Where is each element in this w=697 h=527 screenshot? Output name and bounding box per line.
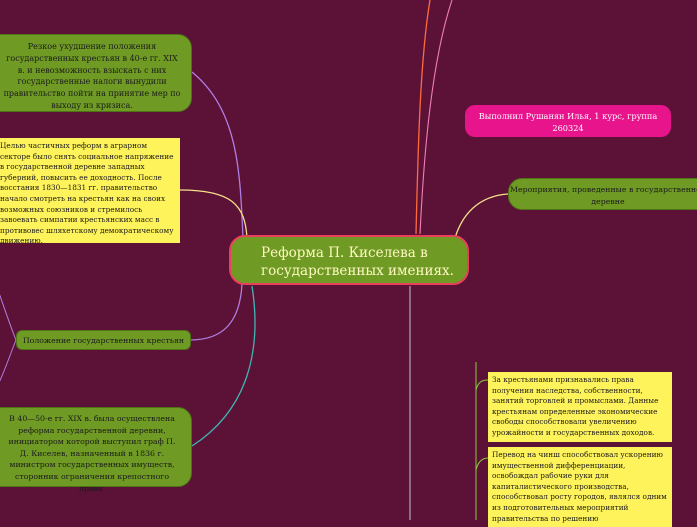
node-author-text: Выполнил Рушанян Илья, 1 курс, группа 26…: [478, 111, 658, 133]
connector-top-pink: [419, 0, 453, 235]
connector-decline: [191, 71, 244, 239]
connector-status-sub2: [0, 339, 17, 382]
central-topic-line-1: Реформа П. Киселева в: [261, 245, 428, 261]
node-crisis-text: Резкое ухудшение положения государственн…: [3, 42, 181, 110]
note-partial-reforms-text: Целью частичных реформ в аграрном сектор…: [0, 141, 174, 246]
connector-status: [189, 283, 243, 341]
node-crisis-of-state-peasants[interactable]: Резкое ухудшение положения государственн…: [0, 34, 192, 112]
note-chinsh-transition[interactable]: Перевод на чинш способствовал ускорению …: [488, 447, 672, 527]
node-author[interactable]: Выполнил Рушанян Илья, 1 курс, группа 26…: [465, 105, 671, 137]
central-topic-line-2: государственных имениях.: [261, 263, 454, 279]
node-peasant-status[interactable]: Положение государственных крестьян: [16, 330, 191, 350]
connector-top-orange: [415, 0, 431, 235]
note-chinsh-transition-text: Перевод на чинш способствовал ускорению …: [492, 450, 667, 523]
note-peasant-rights[interactable]: За крестьянами признавались права получе…: [488, 372, 672, 442]
node-reform-1840s[interactable]: В 40—50-е гг. XIX в. была осуществлена р…: [0, 407, 192, 493]
connector-status-sub1: [0, 294, 17, 341]
node-measures[interactable]: Мероприятия, проведенные в государственн…: [508, 178, 697, 210]
connector-measures: [454, 193, 509, 239]
note-peasant-rights-text: За крестьянами признавались права получе…: [492, 375, 659, 437]
connector-rights: [475, 379, 489, 391]
connector-1840s: [191, 285, 256, 447]
node-measures-text: Мероприятия, проведенные в государственн…: [510, 185, 697, 206]
central-topic[interactable]: Реформа П. Киселева в государственных им…: [229, 235, 469, 285]
node-reform-1840s-text: В 40—50-е гг. XIX в. была осуществлена р…: [8, 414, 176, 493]
connector-transition: [475, 457, 489, 471]
node-peasant-status-text: Положение государственных крестьян: [22, 336, 185, 345]
connector-partial: [179, 189, 248, 239]
note-partial-reforms[interactable]: Целью частичных реформ в аграрном сектор…: [0, 138, 180, 246]
